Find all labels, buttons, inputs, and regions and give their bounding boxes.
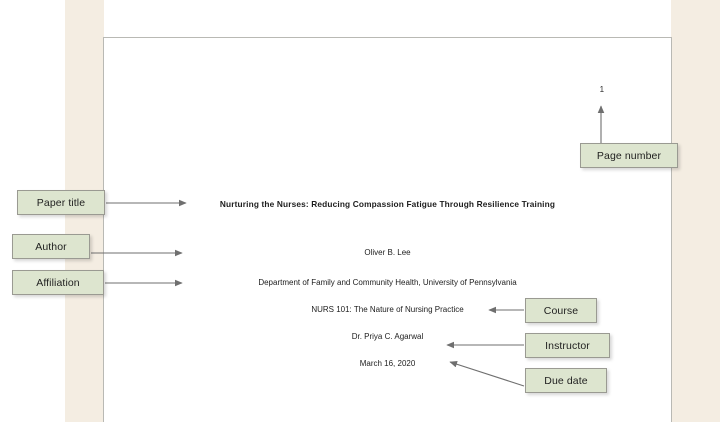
callout-affiliation[interactable]: Affiliation	[12, 270, 104, 295]
callout-paper-title[interactable]: Paper title	[17, 190, 105, 215]
document-background-right	[671, 0, 720, 422]
course-text: NURS 101: The Nature of Nursing Practice	[311, 305, 464, 314]
affiliation-text: Department of Family and Community Healt…	[258, 278, 517, 287]
due-date-text: March 16, 2020	[359, 359, 416, 368]
callout-course[interactable]: Course	[525, 298, 597, 323]
callout-page-number[interactable]: Page number	[580, 143, 678, 168]
page-number-value: 1	[599, 85, 605, 94]
instructor-text: Dr. Priya C. Agarwal	[351, 332, 424, 341]
paper-title-text: Nurturing the Nurses: Reducing Compassio…	[219, 199, 556, 209]
callout-instructor[interactable]: Instructor	[525, 333, 610, 358]
author-text: Oliver B. Lee	[364, 248, 411, 257]
callout-author[interactable]: Author	[12, 234, 90, 259]
callout-due-date[interactable]: Due date	[525, 368, 607, 393]
